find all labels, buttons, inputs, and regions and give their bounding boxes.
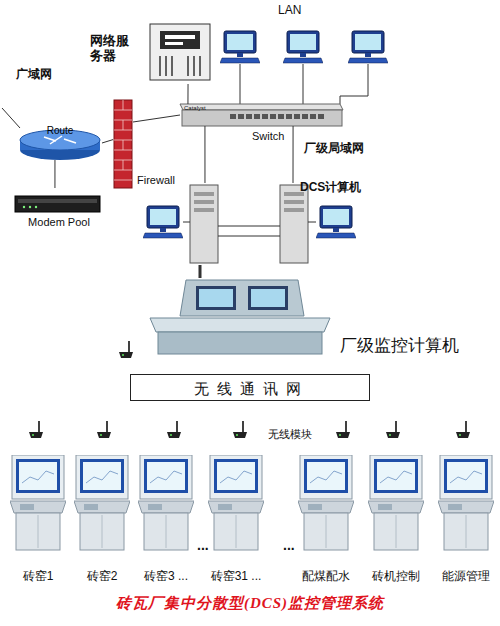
dcs-computer-node: DCS计算机 [186,183,310,265]
brand-label: Catalyst [184,105,206,112]
node-label: Modem Pool [28,216,90,229]
terminal-node: 能源管理 [438,455,494,551]
server-node: 网络服务器 [88,22,214,84]
node-label: Route [47,125,74,137]
node-label: 砖窑2 [87,570,118,584]
node-label: 砖窑1 [23,570,54,584]
network-link [293,126,294,183]
node-label: Switch [252,130,284,143]
firewall-node: Firewall [113,100,133,188]
node-label: 砖窑3 ... [144,570,188,584]
network-link [187,84,188,104]
network-link [54,160,55,188]
terminal-node: 配煤配水 [298,455,354,551]
node-label: Firewall [137,174,175,187]
diagram-caption: 砖瓦厂集中分散型(DCS)监控管理系统 [0,594,500,613]
terminal-node: 砖机控制 [368,455,424,551]
network-link [198,265,201,278]
network-label: LAN [278,4,301,17]
node-label: 砖窑31 ... [211,570,262,584]
node-label: 能源管理 [442,570,490,584]
network-link [102,140,113,143]
console-node: 厂级监控计算机 [148,278,333,356]
node-label: 厂级监控计算机 [340,336,459,356]
network-label: 厂级局域网 [304,142,364,155]
node-label: 砖机控制 [372,570,420,584]
node-label: DCS计算机 [300,181,361,195]
network-label: 广域网 [16,68,52,81]
ellipsis-mark: ... [283,538,295,553]
network-box: 无线通讯网 [130,374,370,401]
terminal-node: 砖窑2 [74,455,130,551]
module-label: 无线模块 [268,428,312,440]
network-link [133,115,180,122]
node-label: 无线通讯网 [131,380,371,397]
terminal-node: 砖窑3 ... [138,455,194,551]
terminal-node: 砖窑1 [10,455,66,551]
router-node: Route [18,126,102,160]
node-label: 配煤配水 [302,570,350,584]
terminal-node: 砖窑31 ... [208,455,264,551]
network-link [204,126,205,183]
node-label: 网络服务器 [90,34,134,64]
ellipsis-mark: ... [197,538,209,553]
modem-pool-node: Modem Pool [13,188,105,230]
